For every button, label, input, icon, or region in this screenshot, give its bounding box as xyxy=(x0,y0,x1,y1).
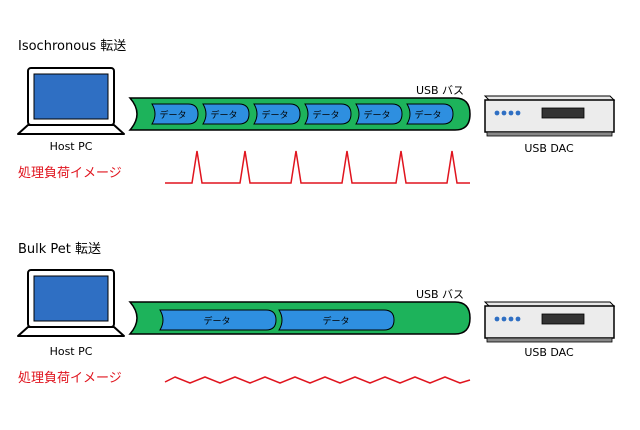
packet-label: データ xyxy=(261,109,288,121)
data-packet: データ xyxy=(151,103,199,125)
load-waveform-spiky xyxy=(165,150,470,184)
packet-label: データ xyxy=(322,315,349,327)
packet-label: データ xyxy=(312,109,339,121)
usb-dac-label: USB DAC xyxy=(524,142,574,155)
data-packet: データ xyxy=(202,103,250,125)
host-pc-label: Host PC xyxy=(50,345,93,358)
load-label: 処理負荷イメージ xyxy=(18,371,122,386)
usb-dac-icon xyxy=(483,301,616,343)
data-packet: データ xyxy=(406,103,454,125)
packet-label: データ xyxy=(203,315,230,327)
section-title: Isochronous 転送 xyxy=(18,39,126,54)
laptop-icon xyxy=(17,269,125,337)
host-pc-label: Host PC xyxy=(50,140,93,153)
load-label: 処理負荷イメージ xyxy=(18,166,122,181)
load-waveform-smooth xyxy=(164,376,471,384)
data-packet: データ xyxy=(355,103,403,125)
isochronous-section: Isochronous 転送 Host PC USB バス データ データ デー… xyxy=(17,39,616,184)
data-packet: データ xyxy=(304,103,352,125)
usb-dac-label: USB DAC xyxy=(524,346,574,359)
usb-dac-icon xyxy=(483,95,616,137)
bulk-pet-section: Bulk Pet 転送 Host PC USB バス データ データ xyxy=(17,242,616,386)
section-title: Bulk Pet 転送 xyxy=(18,242,101,257)
laptop-icon xyxy=(17,67,125,135)
usb-bus-label: USB バス xyxy=(416,288,464,301)
packet-label: データ xyxy=(210,109,237,121)
data-packet: データ xyxy=(278,309,395,331)
packet-label: データ xyxy=(414,109,441,121)
data-packet: データ xyxy=(253,103,301,125)
packet-label: データ xyxy=(363,109,390,121)
data-packet: データ xyxy=(159,309,277,331)
usb-bus-label: USB バス xyxy=(416,84,464,97)
packet-label: データ xyxy=(159,109,186,121)
